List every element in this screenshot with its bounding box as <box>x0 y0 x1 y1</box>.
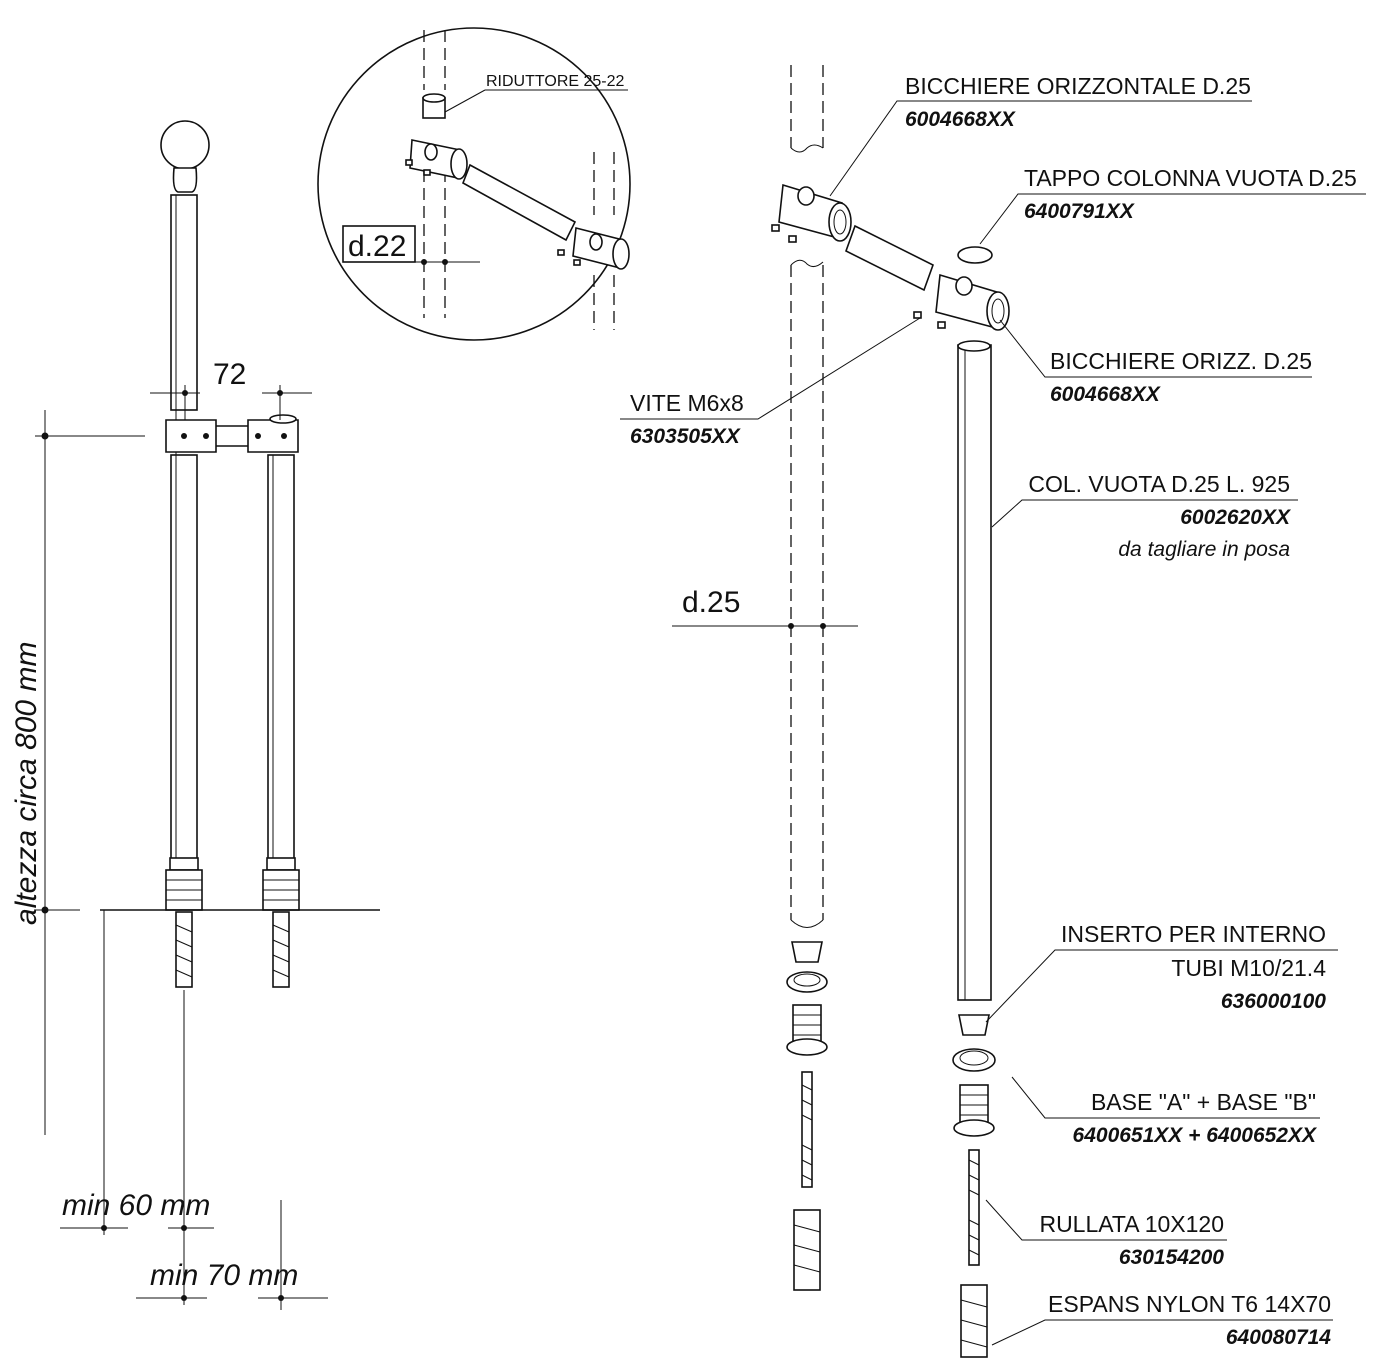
left-post-upper <box>170 194 198 411</box>
left-post-lower <box>170 454 198 861</box>
exploded-view: d.25 <box>620 65 1366 1358</box>
spacing-dimension-label: 72 <box>213 358 246 391</box>
left-clamp <box>165 419 217 453</box>
left-base <box>165 857 203 911</box>
part-2-code: 6400791XX <box>1024 200 1136 223</box>
part-7-name: BASE "A" + BASE "B" <box>1091 1089 1316 1115</box>
part-9-name: ESPANS NYLON T6 14X70 <box>1048 1291 1331 1317</box>
part-3-code: 6004668XX <box>1050 383 1162 406</box>
right-base <box>262 857 300 911</box>
ball-neck <box>172 167 198 193</box>
part-8-code: 630154200 <box>1119 1246 1224 1269</box>
part-9-code: 640080714 <box>1226 1326 1331 1349</box>
part-5-name: COL. VUOTA D.25 L. 925 <box>1028 471 1290 497</box>
part-8-name: RULLATA 10X120 <box>1039 1211 1224 1237</box>
part-7-code: 6400651XX + 6400652XX <box>1073 1124 1318 1147</box>
main-diameter-label: d.25 <box>682 586 740 619</box>
part-3-name: BICCHIERE ORIZZ. D.25 <box>1050 348 1312 374</box>
part-6-code: 636000100 <box>1221 990 1326 1013</box>
part-6-name-2: TUBI M10/21.4 <box>1171 955 1326 981</box>
part-6-name: INSERTO PER INTERNO <box>1061 921 1326 947</box>
right-post <box>267 454 295 861</box>
part-4-code: 6303505XX <box>630 425 742 448</box>
base-ring <box>952 1048 996 1072</box>
assembly-view: altezza circa 800 mm 72 min 60 mm min 70… <box>10 120 380 1310</box>
part-5-code: 6002620XX <box>1180 506 1292 529</box>
part-1-name: BICCHIERE ORIZZONTALE D.25 <box>905 73 1251 99</box>
min-edge-label: min 70 mm <box>150 1259 298 1292</box>
part-1-code: 6004668XX <box>905 108 1017 131</box>
reducer-label: RIDUTTORE 25-22 <box>486 73 625 90</box>
ball-cap <box>160 120 210 170</box>
part-2-name: TAPPO COLONNA VUOTA D.25 <box>1024 165 1357 191</box>
threaded-rod <box>968 1149 980 1266</box>
hollow-column <box>957 344 992 1001</box>
horizontal-tube <box>845 224 934 292</box>
column-cap <box>957 246 993 264</box>
height-dimension-label: altezza circa 800 mm <box>10 642 43 925</box>
part-5-note: da tagliare in posa <box>1118 538 1290 561</box>
part-4-name: VITE M6x8 <box>630 390 744 416</box>
internal-insert <box>958 1014 990 1036</box>
detail-diameter-label: d.22 <box>348 230 406 263</box>
detail-circle: RIDUTTORE 25-22 d.22 <box>317 27 631 341</box>
min-depth-label: min 60 mm <box>62 1189 210 1222</box>
